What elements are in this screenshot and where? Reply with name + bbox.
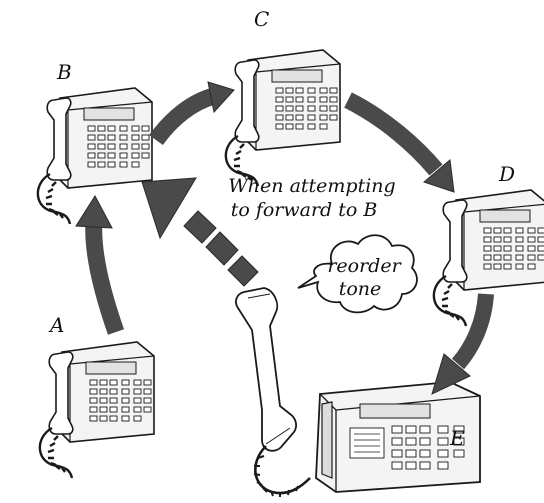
bubble-line-2: tone — [339, 278, 382, 300]
caption-line-1: When attempting — [228, 175, 395, 197]
arrow-a-to-b — [75, 195, 125, 335]
caption-line-2: to forward to B — [231, 199, 378, 221]
label-d: D — [498, 162, 515, 186]
reorder-tone-bubble: reorder tone — [297, 234, 418, 314]
arrow-b-to-c — [149, 81, 235, 146]
label-c: C — [254, 7, 269, 31]
phone-c — [224, 48, 342, 188]
label-e: E — [449, 426, 465, 450]
handset-lifted — [235, 287, 311, 497]
arrow-c-to-d — [344, 92, 455, 193]
dashed-forward-arrow — [141, 177, 259, 287]
label-b: B — [56, 60, 72, 84]
arrow-d-to-e — [431, 293, 494, 395]
phone-e — [315, 381, 481, 493]
bubble-line-1: reorder — [327, 255, 402, 277]
label-a: A — [48, 313, 64, 337]
phone-a — [38, 340, 156, 480]
